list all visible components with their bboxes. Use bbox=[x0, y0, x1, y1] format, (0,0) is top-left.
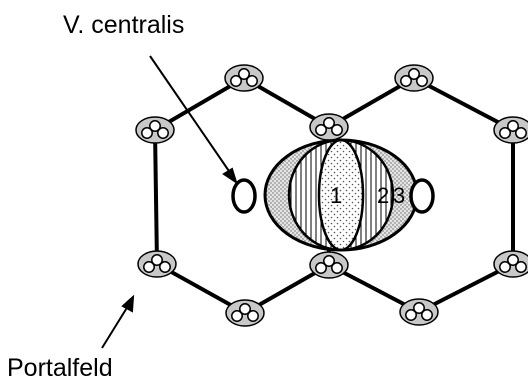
central-vein-left bbox=[231, 178, 257, 214]
zone-2-label: 2 bbox=[377, 183, 390, 208]
portal-triad bbox=[224, 64, 264, 92]
hexagon-right bbox=[327, 75, 515, 266]
zone-3-label: 3 bbox=[393, 183, 406, 208]
portal-label: Portalfeld bbox=[7, 354, 113, 382]
portal-triad bbox=[493, 250, 528, 278]
portal-triad bbox=[493, 116, 528, 144]
portal-triad bbox=[399, 298, 439, 326]
portal-arrow-head bbox=[121, 294, 135, 313]
portal-triad bbox=[309, 113, 349, 141]
portal-triad bbox=[135, 116, 175, 144]
zone-1-label: 1 bbox=[330, 183, 343, 208]
portal-triad bbox=[394, 64, 434, 92]
portal-arrow bbox=[101, 305, 129, 349]
portal-triad bbox=[225, 299, 265, 327]
vein-label: V. centralis bbox=[63, 11, 185, 39]
portal-triad bbox=[137, 250, 177, 278]
arrows bbox=[101, 55, 238, 349]
vein-arrow-head bbox=[222, 167, 238, 185]
portal-fields bbox=[135, 64, 528, 327]
vein-arrow bbox=[149, 55, 232, 175]
central-vein-right bbox=[409, 178, 435, 214]
portal-triad bbox=[309, 251, 349, 279]
zone-1-region bbox=[319, 140, 363, 250]
acinus bbox=[263, 138, 419, 252]
